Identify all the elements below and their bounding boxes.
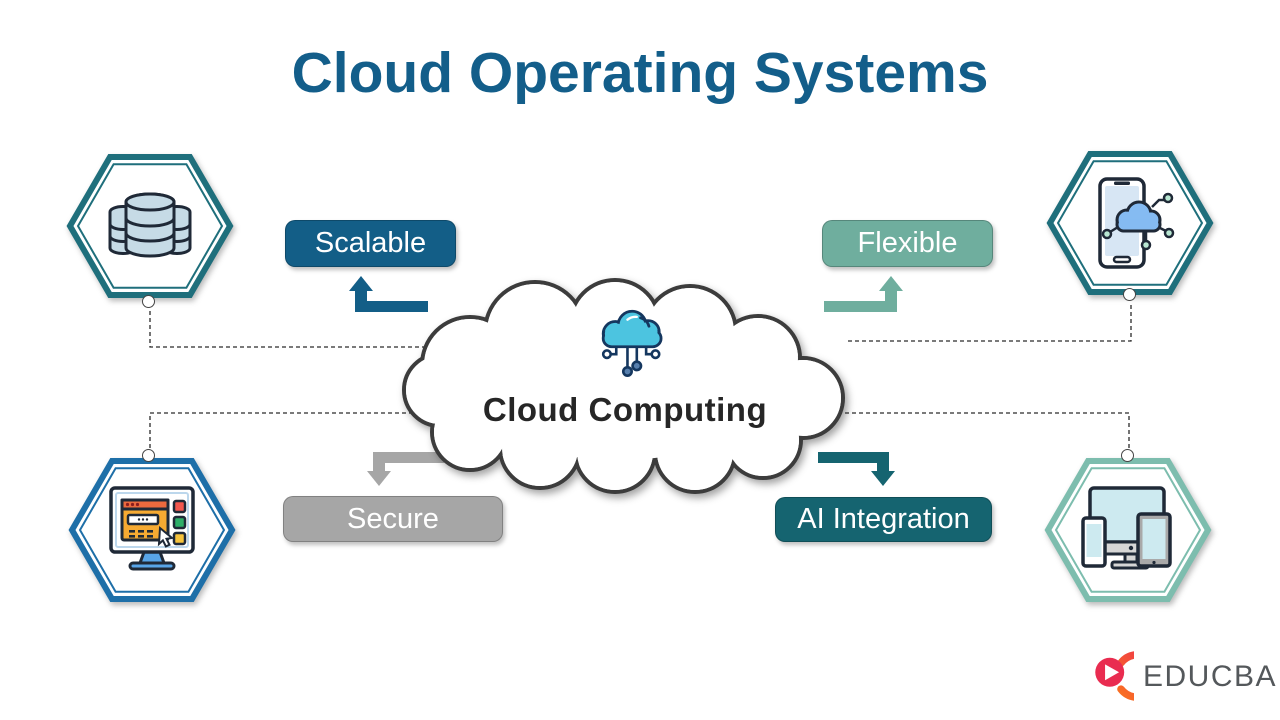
connector-bottom-left [149,412,420,448]
flexible-label: Flexible [857,227,958,259]
ai-integration-badge: AI Integration [775,497,992,542]
flexible-badge: Flexible [822,220,993,267]
connector-dot-bottom-right [1121,449,1134,462]
connector-top-right [845,305,1132,342]
educba-play-swirl-icon [1095,651,1134,701]
secure-label: Secure [347,502,439,535]
database-servers-icon [108,192,192,258]
scalable-label: Scalable [314,227,427,259]
connector-top-left [149,311,425,348]
ai-integration-label: AI Integration [797,503,970,535]
cloud-computing-label: Cloud Computing [482,391,768,428]
web-browser-monitor-icon [109,486,195,571]
secure-badge: Secure [283,496,503,542]
connector-dot-bottom-left [142,449,155,462]
educba-logo: EDUCBA [1078,648,1277,704]
connector-dot-top-right [1123,288,1136,301]
connector-dot-top-left [142,295,155,308]
mobile-cloud-network-icon [1098,177,1175,269]
connector-bottom-right [843,412,1130,448]
page-title: Cloud Operating Systems [291,41,989,105]
multi-device-icon [1081,486,1172,570]
educba-logo-text: EDUCBA [1143,660,1278,693]
cloud-circuit-icon [601,309,663,377]
scalable-badge: Scalable [285,220,456,267]
